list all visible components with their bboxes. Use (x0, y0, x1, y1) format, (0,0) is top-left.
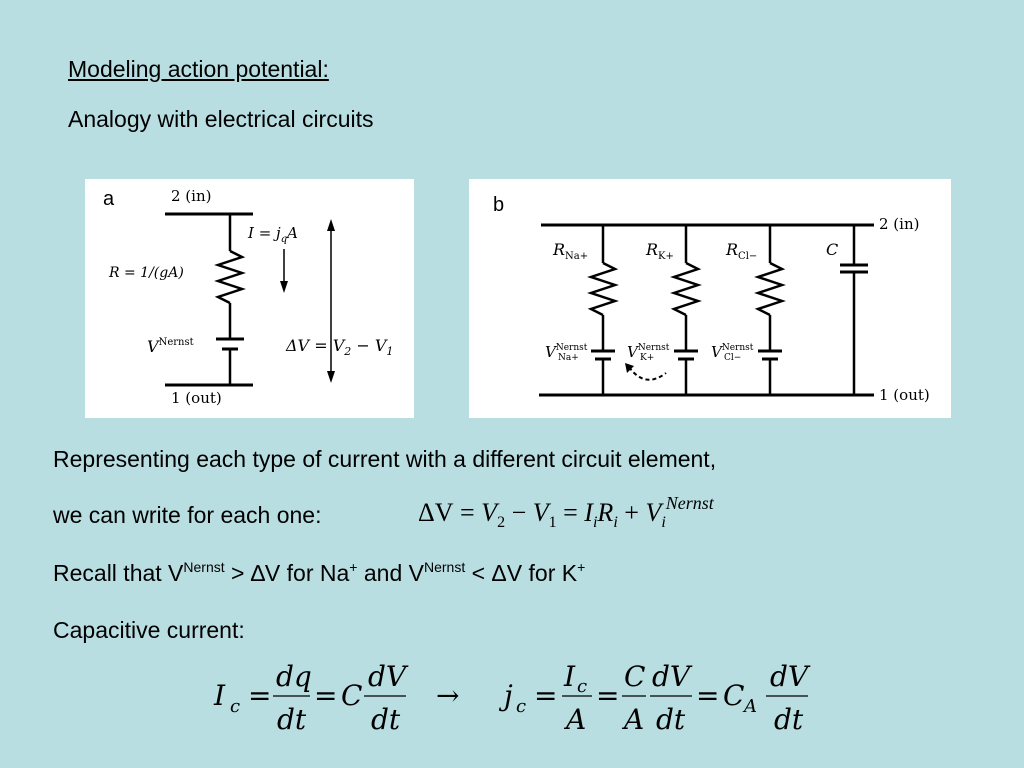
panel-b-label: b (493, 194, 504, 216)
capacitor-label: C (826, 240, 838, 259)
svg-text:A: A (563, 703, 586, 736)
voltage-label: ΔV = V2 − V1 (285, 336, 393, 358)
circuit-figure-a: a 2 (in) 1 (out) R = 1/(gA) VNernst I = … (85, 179, 414, 418)
svg-text:A: A (742, 696, 757, 717)
svg-text:dt: dt (277, 703, 307, 736)
write-text: we can write for each one: (53, 502, 322, 528)
svg-text:C: C (341, 679, 362, 712)
svg-text:A: A (621, 703, 644, 736)
svg-text:=: = (248, 679, 271, 712)
circuit-b-svg: b 2 (in) 1 (out) RNa+ VNernst Na+ RK+ VN… (493, 194, 930, 404)
resistor-icon (214, 249, 246, 305)
svg-text:c: c (230, 696, 240, 717)
svg-text:dV: dV (652, 660, 693, 693)
resistor-cl-icon (754, 261, 786, 317)
svg-text:c: c (577, 676, 587, 697)
resistance-label: R = 1/(gA) (108, 265, 184, 281)
svg-text:C: C (624, 660, 645, 693)
current-label: I = jqA (247, 224, 298, 245)
circuit-a-svg: a 2 (in) 1 (out) R = 1/(gA) VNernst I = … (103, 187, 393, 407)
svg-text:dV: dV (368, 660, 409, 693)
panel-a-top-label: 2 (in) (171, 187, 211, 205)
v-cl-label: VNernst (711, 343, 754, 361)
svg-text:C: C (723, 679, 744, 712)
equation-capacitive: I c = dq dt = C dV dt → j c = I c A = C … (213, 660, 811, 736)
slide-title: Modeling action potential: (68, 56, 329, 82)
current-arrow-icon (280, 281, 288, 293)
v-na-sub: Na+ (558, 353, 579, 363)
panel-b-bottom-label: 1 (out) (879, 386, 930, 404)
svg-text:c: c (516, 696, 526, 717)
battery-label: VNernst (147, 337, 194, 356)
svg-text:→: → (436, 679, 459, 712)
svg-text:I: I (563, 660, 576, 693)
capacitive-text: Capacitive current: (53, 617, 245, 643)
dashed-arrow-icon (628, 366, 667, 381)
svg-text:dV: dV (770, 660, 811, 693)
svg-text:=: = (596, 679, 619, 712)
panel-a-label: a (103, 188, 115, 210)
arrow-up-icon (327, 219, 335, 231)
equation-ohm: ΔV = V2 − V1 = IiRi + ViNernst (418, 493, 714, 532)
arrow-down-icon (327, 371, 335, 383)
v-na-label: VNernst (545, 343, 588, 361)
representing-text: Representing each type of current with a… (53, 446, 717, 472)
circuit-figure-b: b 2 (in) 1 (out) RNa+ VNernst Na+ RK+ VN… (469, 179, 951, 418)
resistor-k-icon (670, 261, 702, 317)
svg-text:dt: dt (656, 703, 686, 736)
panel-b-top-label: 2 (in) (879, 215, 919, 233)
r-k-label: RK+ (645, 240, 674, 262)
r-cl-label: RCl− (725, 240, 757, 262)
svg-text:dt: dt (774, 703, 804, 736)
panel-a-bottom-label: 1 (out) (171, 389, 222, 407)
v-k-sub: K+ (640, 353, 654, 363)
r-na-label: RNa+ (552, 240, 588, 262)
v-cl-sub: Cl− (724, 353, 741, 363)
slide-subtitle: Analogy with electrical circuits (68, 106, 374, 132)
v-k-label: VNernst (627, 343, 670, 361)
resistor-na-icon (587, 261, 619, 317)
svg-text:I: I (213, 679, 226, 712)
svg-text:=: = (314, 679, 337, 712)
svg-text:dq: dq (276, 660, 312, 693)
svg-text:=: = (696, 679, 719, 712)
recall-text: Recall that VNernst > ∆V for Na+ and VNe… (53, 559, 586, 586)
svg-text:j: j (498, 679, 513, 712)
svg-text:dt: dt (371, 703, 401, 736)
svg-text:=: = (534, 679, 557, 712)
